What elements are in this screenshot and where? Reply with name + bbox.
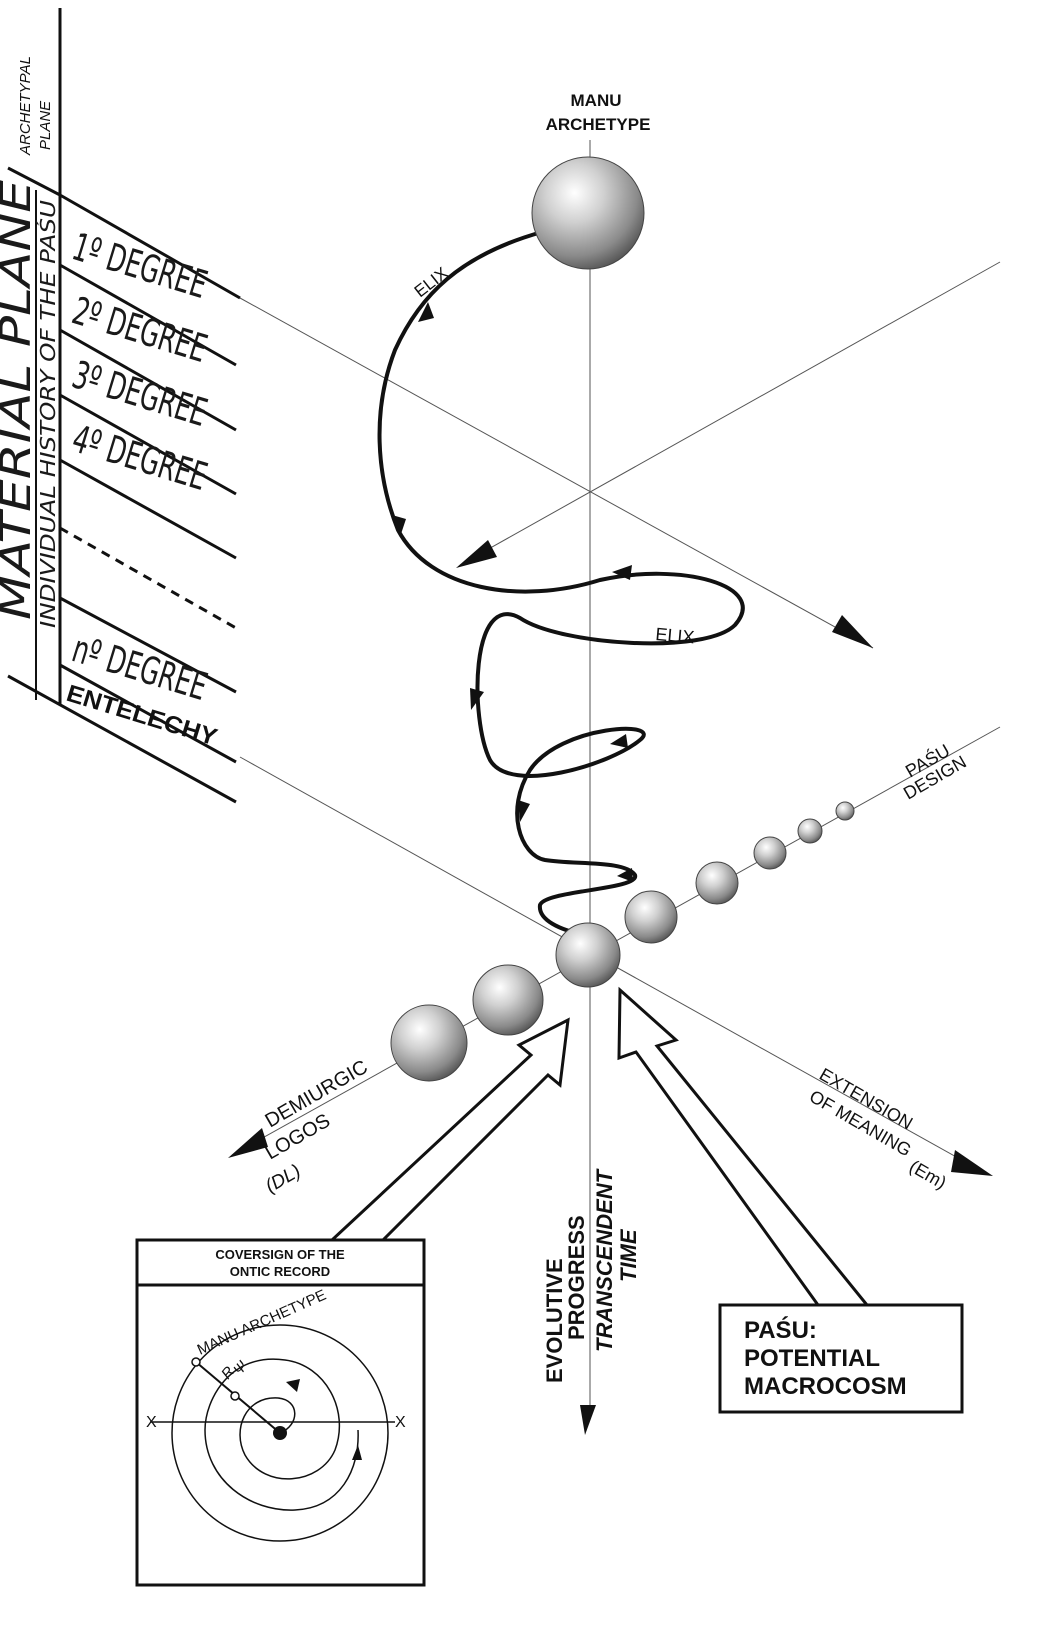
- elix-label-2: ELIX: [655, 624, 696, 647]
- extension-arrow-icon: [951, 1150, 993, 1176]
- callout-frame: [718, 1303, 964, 1414]
- elix-spiral: [377, 230, 745, 937]
- inset-title-2: ONTIC RECORD: [230, 1264, 330, 1279]
- upper-diagonal-axis-2: [459, 261, 1001, 566]
- spiral-arrow-icon-5: [610, 734, 628, 748]
- spiral-arrow-icon-2: [392, 515, 406, 537]
- spiral-arrow-icon-1: [418, 302, 434, 322]
- em-label: (Em): [906, 1156, 950, 1193]
- inset-arrow-icon-1: [286, 1379, 300, 1392]
- ontic-record-inset: COVERSIGN OF THE ONTIC RECORD MANU ARCHE…: [135, 1238, 426, 1587]
- logos-sphere-1: [472, 964, 544, 1036]
- manu-archetype-sphere: [531, 156, 645, 270]
- left-panel-labels: ARCHETYPAL PLANE MATERIAL PLANE INDIVIDU…: [0, 56, 220, 751]
- center-sphere: [555, 922, 621, 988]
- material-plane-label: MATERIAL PLANE: [0, 179, 40, 620]
- individual-history-label: INDIVIDUAL HISTORY OF THE PAŚU: [36, 200, 60, 628]
- left-arrow-icon: [456, 540, 497, 568]
- archetype-label: ARCHETYPE: [546, 115, 651, 134]
- design-sphere-1: [624, 890, 678, 944]
- spiral-arrow-icon-4: [470, 688, 484, 710]
- design-sphere-2: [695, 861, 739, 905]
- spiral-arrow-icon-3: [612, 565, 632, 580]
- demiurgic-arrow-icon: [228, 1128, 268, 1158]
- manu-label: MANU: [571, 91, 622, 110]
- transcendent-label: TRANSCENDENT: [592, 1168, 617, 1352]
- inset-spiral: [150, 1324, 395, 1542]
- spheres: [390, 156, 855, 1082]
- callout-line-3: MACROCOSM: [744, 1373, 907, 1400]
- evolutive-label: EVOLUTIVE: [542, 1258, 567, 1383]
- inset-outer-node: [191, 1357, 201, 1367]
- inset-x-right: X: [395, 1414, 406, 1431]
- logos-sphere-2: [390, 1004, 468, 1082]
- left-panel: [7, 8, 241, 804]
- design-sphere-3: [753, 836, 787, 870]
- inset-inner-node: [230, 1391, 240, 1401]
- axis-arrowheads: [228, 540, 993, 1435]
- dl-label: (DL): [262, 1161, 305, 1198]
- inset-title-1: COVERSIGN OF THE: [215, 1247, 345, 1262]
- inset-center-dot: [273, 1426, 287, 1440]
- design-sphere-4: [797, 818, 823, 844]
- progress-label: PROGRESS: [564, 1215, 589, 1340]
- potential-macrocosm-callout: PAŚU: POTENTIAL MACROCOSM: [718, 1303, 964, 1414]
- inset-arrow-icon-2: [352, 1445, 362, 1460]
- right-arrow-icon: [832, 615, 873, 648]
- callout-line-2: POTENTIAL: [744, 1345, 880, 1372]
- callout-line-1: PAŚU:: [744, 1316, 817, 1344]
- upper-diagonal-axis-1: [239, 297, 874, 649]
- inset-x-left: X: [146, 1414, 157, 1431]
- design-sphere-5: [835, 801, 855, 821]
- spiral-arrowheads: [392, 302, 633, 882]
- potential-macrocosm-pointer-icon: [617, 986, 871, 1307]
- top-labels: MANU ARCHETYPE ELIX ELIX: [411, 91, 696, 647]
- inset-frame: [135, 1238, 426, 1587]
- spiral-arrow-icon-7: [617, 868, 633, 882]
- archetypal-plane-label-2: PLANE: [37, 100, 54, 150]
- spiral-arrow-icon-6: [518, 800, 530, 822]
- down-arrow-icon: [580, 1405, 596, 1435]
- archetypal-plane-label-1: ARCHETYPAL: [17, 56, 34, 156]
- time-label: TIME: [616, 1228, 641, 1282]
